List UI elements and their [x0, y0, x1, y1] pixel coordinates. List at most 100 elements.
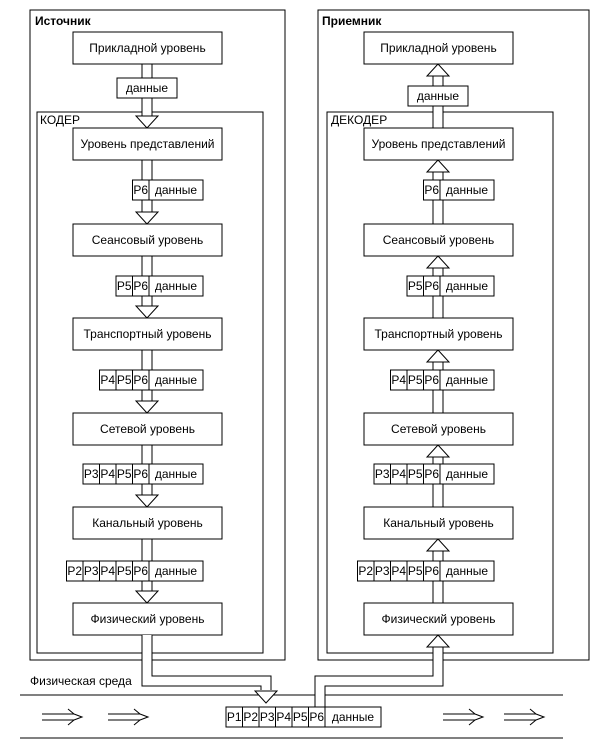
medium-packet-header: P2: [243, 710, 258, 724]
source-packet-header: P6: [133, 183, 148, 197]
source-packet-header: P3: [84, 564, 99, 578]
medium-packet-header: P6: [309, 710, 324, 724]
receiver-packet-data: данные: [417, 89, 460, 103]
source-packet-header: P4: [100, 467, 115, 481]
source-level-box: [72, 127, 223, 161]
source-packet-header: P5: [117, 467, 132, 481]
right-arrow-head: [425, 255, 451, 269]
receiver-packet-header: P6: [424, 183, 439, 197]
source-packet-box: [99, 369, 204, 391]
receiver-frame: [317, 9, 590, 661]
receiver-packet-box: [357, 560, 495, 582]
source-packet-data: данные: [155, 279, 198, 293]
decoder-label: ДЕКОДЕР: [331, 113, 387, 127]
source-level-label: Уровень представлений: [81, 137, 215, 151]
source-packet-box: [115, 275, 204, 297]
source-packet-header: P2: [67, 564, 82, 578]
receiver-medium-pipe-fill: [315, 647, 443, 708]
medium-flow-arrow-icon: [108, 708, 150, 726]
source-title: Источник: [35, 14, 92, 28]
source-level-box: [72, 317, 223, 351]
source-packet-data: данные: [155, 467, 198, 481]
receiver-level-label: Транспортный уровень: [374, 327, 502, 341]
source-packet-header: P5: [117, 373, 132, 387]
source-packet-data: данные: [126, 81, 169, 95]
receiver-packet-header: P6: [424, 564, 439, 578]
receiver-level-label: Физический уровень: [382, 612, 496, 626]
source-packet-header: P5: [117, 279, 132, 293]
left-arrow-head: [134, 494, 160, 508]
receiver-packet-data: данные: [446, 373, 489, 387]
receiver-packet-header: P5: [408, 564, 423, 578]
source-level-label: Транспортный уровень: [83, 327, 211, 341]
source-medium-arrow-head: [253, 690, 279, 704]
source-packet-header: P6: [133, 564, 148, 578]
receiver-level-box: [363, 506, 514, 540]
medium-flow-arrow-icon: [443, 708, 485, 726]
receiver-packet-data: данные: [446, 279, 489, 293]
source-packet-header: P6: [133, 467, 148, 481]
medium-packet-header: P1: [227, 710, 242, 724]
source-packet-header: P6: [133, 279, 148, 293]
source-level-box: [72, 223, 223, 257]
source-packet-header: P6: [133, 373, 148, 387]
source-packet-data: данные: [155, 183, 198, 197]
receiver-packet-header: P5: [408, 467, 423, 481]
source-level-label: Сетевой уровень: [100, 422, 195, 436]
receiver-level-label: Прикладной уровень: [380, 41, 496, 55]
source-packet-header: P4: [100, 564, 115, 578]
source-medium-pipe-fill: [142, 635, 271, 690]
right-arrow-head: [425, 159, 451, 173]
receiver-level-box: [363, 127, 514, 161]
right-arrow-head: [425, 63, 451, 77]
receiver-level-label: Сетевой уровень: [391, 422, 486, 436]
source-packet-header: P5: [117, 564, 132, 578]
medium-packet-data: данные: [332, 710, 375, 724]
receiver-packet-header: P5: [408, 373, 423, 387]
source-packet-box: [116, 77, 178, 99]
receiver-packet-header: P6: [424, 467, 439, 481]
source-level-box: [72, 506, 223, 540]
source-level-label: Физический уровень: [91, 612, 205, 626]
right-arrow-head: [425, 538, 451, 552]
source-level-label: Сеансовый уровень: [92, 233, 204, 247]
coder-label: КОДЕР: [40, 113, 80, 127]
receiver-packet-box: [373, 463, 495, 485]
source-level-box: [72, 31, 223, 65]
medium-flow-arrow-icon: [42, 708, 84, 726]
medium-packet-header: P5: [293, 710, 308, 724]
receiver-packet-header: P3: [375, 564, 390, 578]
receiver-packet-box: [390, 369, 495, 391]
source-level-label: Прикладной уровень: [89, 41, 205, 55]
medium-packet-header: P3: [260, 710, 275, 724]
right-arrow-head: [425, 349, 451, 363]
source-level-label: Канальный уровень: [92, 516, 203, 530]
source-packet-box: [82, 463, 204, 485]
right-arrow-head: [425, 444, 451, 458]
medium-label: Физическая среда: [30, 674, 132, 688]
receiver-packet-data: данные: [446, 564, 489, 578]
receiver-title: Приемник: [322, 14, 382, 28]
receiver-level-label: Сеансовый уровень: [383, 233, 495, 247]
source-packet-box: [66, 560, 204, 582]
receiver-packet-header: P5: [408, 279, 423, 293]
left-arrow-head: [134, 211, 160, 225]
source-frame: [29, 9, 286, 661]
source-packet-data: данные: [155, 373, 198, 387]
receiver-level-box: [363, 31, 514, 65]
left-arrow-head: [134, 115, 160, 129]
receiver-packet-header: P4: [391, 373, 406, 387]
receiver-level-box: [363, 602, 514, 636]
medium-packet-header: P4: [276, 710, 291, 724]
medium-packet-box: [225, 706, 382, 728]
receiver-packet-header: P4: [391, 467, 406, 481]
left-arrow-head: [134, 305, 160, 319]
receiver-packet-header: P4: [391, 564, 406, 578]
source-level-box: [72, 412, 223, 446]
receiver-packet-data: данные: [446, 183, 489, 197]
receiver-packet-header: P3: [375, 467, 390, 481]
receiver-level-label: Канальный уровень: [383, 516, 494, 530]
